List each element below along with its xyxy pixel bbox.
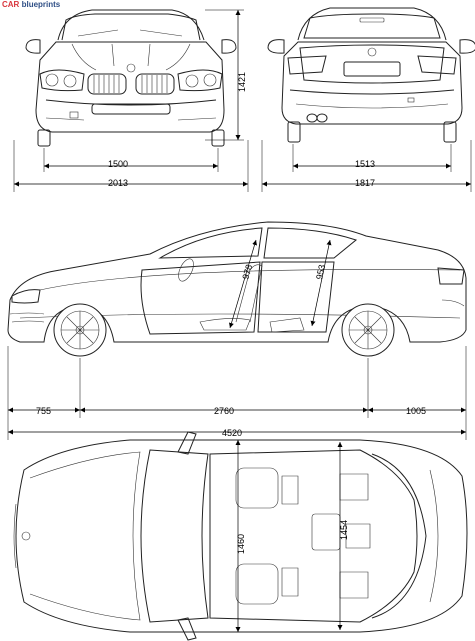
brand-suffix: blueprints [21, 0, 61, 9]
length-label: 4520 [222, 428, 242, 438]
front-view [13, 9, 249, 192]
rear-door-diagonal-label: 953 [314, 264, 327, 281]
side-view [7, 221, 467, 440]
rear-track-label: 1513 [355, 159, 375, 169]
rear-view [261, 7, 475, 192]
rear-interior-width-label: 1454 [339, 520, 349, 540]
front-track-label: 1500 [108, 159, 128, 169]
front-door-diagonal-label: 978 [240, 263, 254, 280]
brand-watermark: CAR blueprints [2, 0, 60, 9]
front-width-label: 2013 [108, 178, 128, 188]
wheelbase-label: 2760 [214, 406, 234, 416]
front-interior-width-label: 1460 [236, 534, 246, 554]
height-label: 1421 [237, 72, 247, 92]
brand-prefix: CAR [2, 0, 20, 9]
top-view [13, 431, 468, 641]
front-overhang-label: 755 [36, 406, 51, 416]
rear-overhang-label: 1005 [406, 406, 426, 416]
rear-width-label: 1817 [355, 178, 375, 188]
